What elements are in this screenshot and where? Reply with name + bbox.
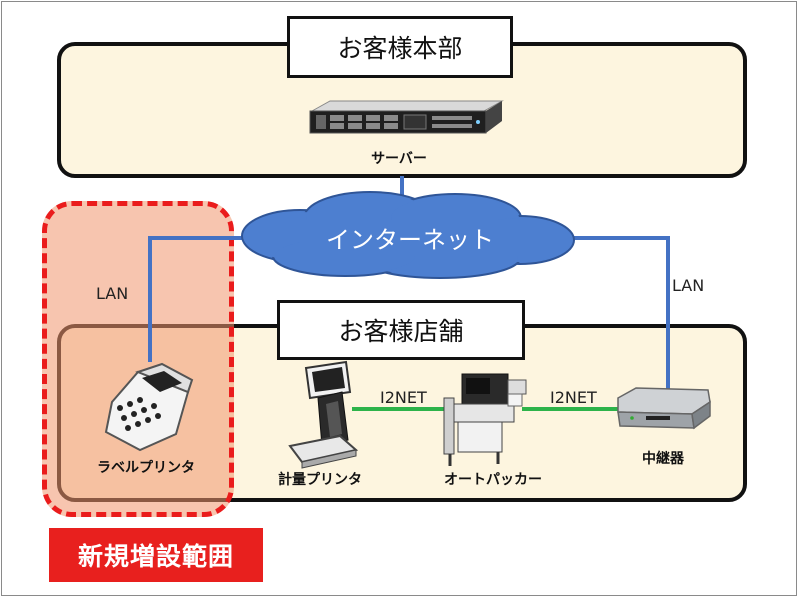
store-title: お客様店舗 — [277, 300, 525, 360]
scale-printer-label: 計量プリンタ — [278, 472, 362, 488]
server-label: サーバー — [371, 151, 427, 167]
label-printer-label: ラベルプリンタ — [97, 460, 195, 476]
auto-packer-label: オートパッカー — [444, 472, 542, 488]
server-icon — [309, 100, 504, 134]
scale-printer-icon — [288, 360, 359, 469]
new-zone-label: 新規増設範囲 — [49, 528, 263, 582]
auto-packer-icon — [443, 373, 527, 466]
hq-title: お客様本部 — [287, 16, 513, 78]
i2net-left-label: I2NET — [380, 388, 427, 407]
relay-icon — [617, 387, 711, 430]
lan-right-label: LAN — [672, 276, 705, 295]
internet-label: インターネット — [326, 225, 494, 254]
label-printer-icon — [104, 362, 194, 452]
lan-left-label: LAN — [96, 284, 129, 303]
lan-right-line — [556, 236, 670, 390]
new-installation-zone — [42, 201, 234, 517]
i2net-right-label: I2NET — [550, 388, 597, 407]
relay-label: 中継器 — [642, 451, 684, 467]
lan-left-line — [148, 236, 260, 362]
